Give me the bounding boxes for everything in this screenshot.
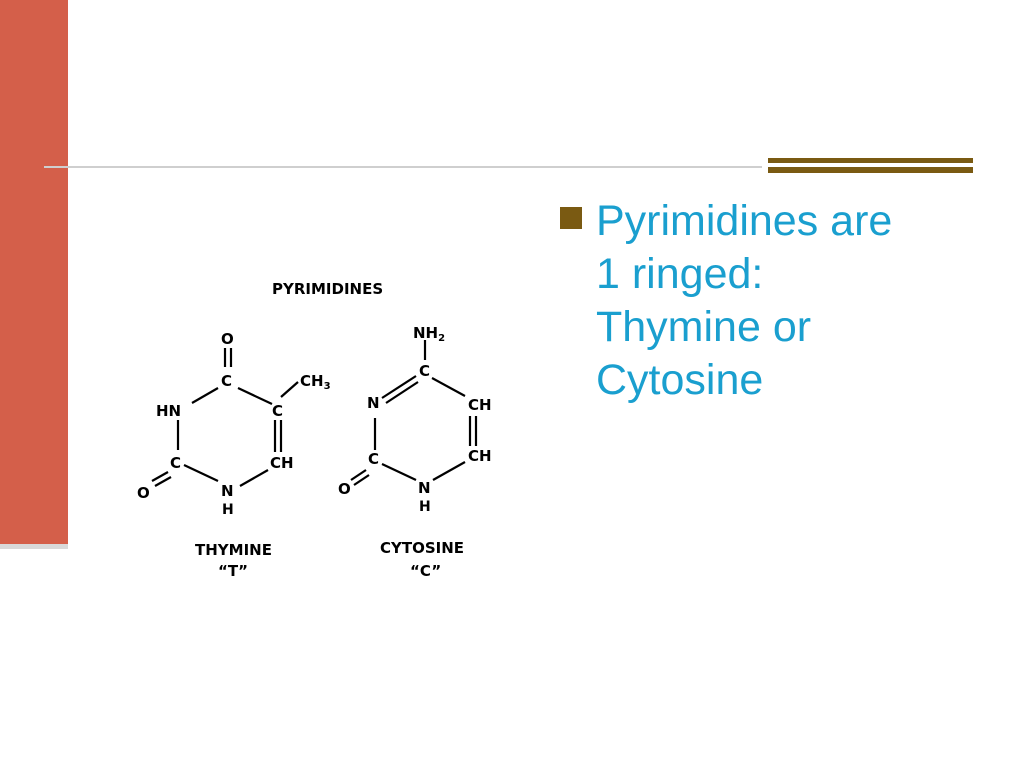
left-accent-bar-shadow <box>0 544 68 549</box>
cytosine-atom-n-bottom: N <box>418 479 431 497</box>
thymine-atom-ch3: CH3 <box>300 372 331 392</box>
cytosine-atom-c-left: C <box>368 450 379 468</box>
accent-bar-top <box>768 158 973 163</box>
cytosine-atom-nh2: NH2 <box>413 324 445 344</box>
pyrimidines-diagram: PYRIMIDINES O C CH3 HN C C CH O N H THYM… <box>137 280 492 580</box>
thymine-symbol: “T” <box>218 562 248 580</box>
cytosine-atom-ch-top: CH <box>468 396 492 414</box>
cytosine-symbol: “C” <box>410 562 441 580</box>
cytosine-name: CYTOSINE <box>380 539 464 557</box>
bullet-text: Pyrimidines are 1 ringed: Thymine or Cyt… <box>596 195 892 407</box>
cytosine-atom-o-left: O <box>338 480 351 498</box>
thymine-atom-h-bottom: H <box>222 502 234 518</box>
bullet-item: Pyrimidines are 1 ringed: Thymine or Cyt… <box>560 195 980 407</box>
thymine-bonds <box>151 348 299 487</box>
cytosine-bonds <box>350 340 478 486</box>
accent-bar-bottom <box>768 167 973 173</box>
cytosine-atom-h-bottom: H <box>419 499 431 515</box>
thymine-atom-c-left: C <box>170 454 181 472</box>
thymine-atom-c-top: C <box>221 372 232 390</box>
thymine-atom-c-right: C <box>272 402 283 420</box>
bullet-line-2: 1 ringed: <box>596 250 764 298</box>
bullet-line-4: Cytosine <box>596 356 764 404</box>
thymine-atom-o-left: O <box>137 484 150 502</box>
bullet-line-3: Thymine or <box>596 303 812 351</box>
square-bullet-icon <box>560 207 582 229</box>
header-rule <box>44 166 762 168</box>
thymine-atom-n-bottom: N <box>221 482 234 500</box>
cytosine-structure: NH2 C N CH CH C O N H CYTOSINE “C” <box>338 324 492 580</box>
cytosine-atom-n-left: N <box>367 394 380 412</box>
accent-bars <box>768 158 973 173</box>
thymine-atom-ch: CH <box>270 454 294 472</box>
diagram-title: PYRIMIDINES <box>272 280 383 298</box>
bullet-line-1: Pyrimidines are <box>596 197 893 245</box>
left-accent-bar <box>0 0 68 544</box>
bullet-list: Pyrimidines are 1 ringed: Thymine or Cyt… <box>560 195 980 407</box>
thymine-structure: O C CH3 HN C C CH O N H THYMINE “T” <box>137 330 331 580</box>
cytosine-atom-c-top: C <box>419 362 430 380</box>
thymine-atom-hn: HN <box>156 402 181 420</box>
thymine-atom-o-top: O <box>221 330 234 348</box>
thymine-name: THYMINE <box>195 541 272 559</box>
cytosine-atom-ch-bottom: CH <box>468 447 492 465</box>
